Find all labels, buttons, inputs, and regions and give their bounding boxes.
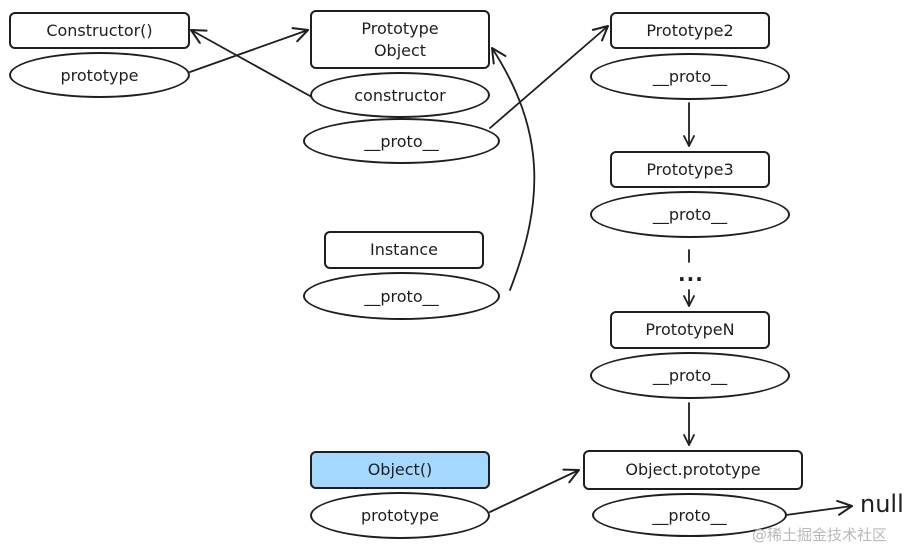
instance-box: Instance (324, 231, 484, 269)
object-fn-prototype-ellipse: prototype (310, 492, 490, 539)
prototypeN-proto-ellipse: __proto__ (590, 352, 790, 399)
prototype-object-label-line1: Prototype (361, 18, 439, 38)
prototype-object-box: Prototype Object (310, 10, 490, 69)
prototype-object-constructor-ellipse: constructor (310, 72, 490, 118)
arrow-object-fn-prototype-to-object-prototype (489, 468, 580, 513)
arrow-object-prototype-proto-to-null (785, 499, 853, 516)
constructor-fn-box: Constructor() (9, 12, 190, 49)
object-fn-box: Object() (310, 451, 490, 489)
arrow-constructor-to-constructor-fn (190, 29, 311, 97)
object-prototype-proto-ellipse: __proto__ (592, 493, 787, 537)
null-label: null (860, 490, 904, 518)
instance-proto-ellipse: __proto__ (303, 272, 500, 320)
prototypeN-box: PrototypeN (610, 311, 770, 349)
ellipsis-label: ... (678, 262, 704, 286)
prototype3-box: Prototype3 (610, 151, 770, 188)
watermark-text: @稀土掘金技术社区 (752, 526, 888, 544)
arrow-instance-proto-to-prototype-object (491, 47, 536, 291)
arrow-prototype-object-proto-to-prototype2 (489, 25, 609, 129)
prototype-object-proto-ellipse: __proto__ (303, 118, 500, 164)
prototype-object-label-line2: Object (373, 40, 427, 60)
prototype2-box: Prototype2 (610, 12, 770, 49)
object-prototype-box: Object.prototype (583, 450, 803, 490)
arrow-constructor-prototype-to-prototype-object (189, 27, 309, 73)
prototype2-proto-ellipse: __proto__ (590, 53, 790, 100)
prototype3-proto-ellipse: __proto__ (590, 191, 790, 238)
constructor-prototype-ellipse: prototype (9, 52, 190, 98)
